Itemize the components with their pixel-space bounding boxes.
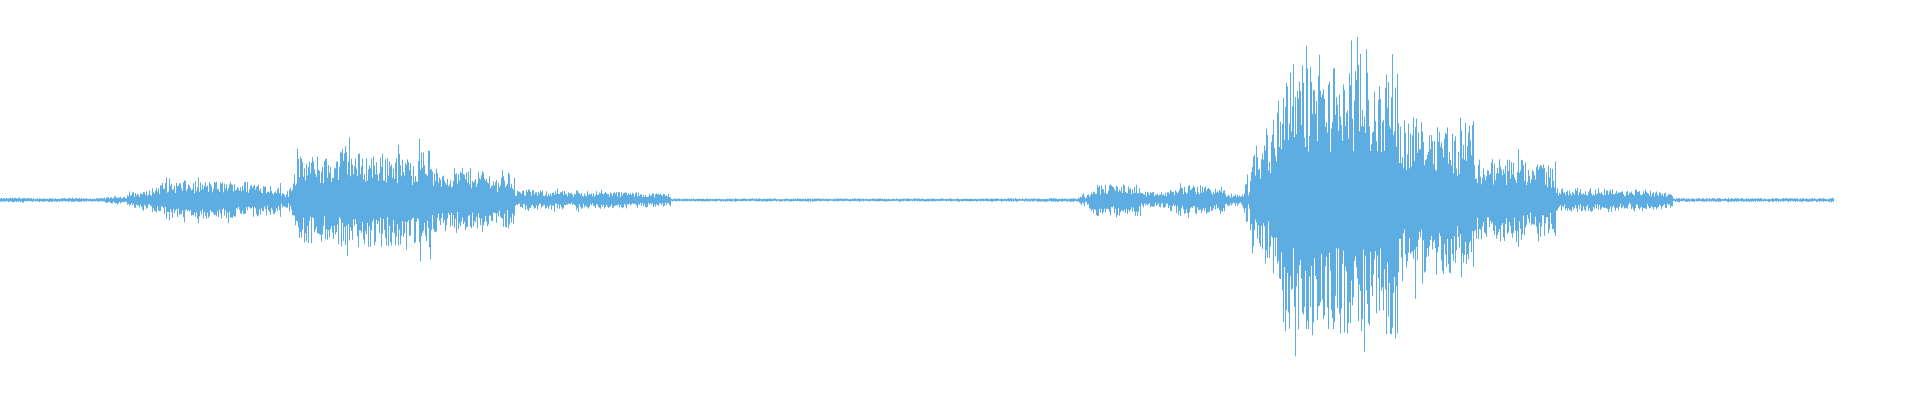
waveform-samples bbox=[0, 37, 1834, 357]
